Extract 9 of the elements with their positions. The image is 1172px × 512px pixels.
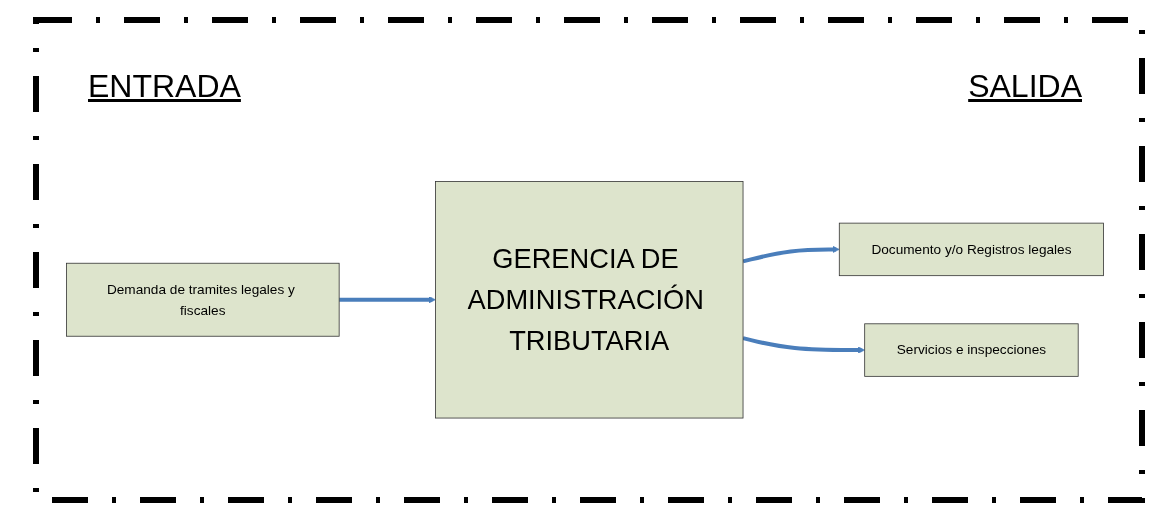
arrow — [339, 296, 436, 304]
section-heading: ENTRADA — [88, 68, 241, 105]
node-box: Documento y/o Registros legales — [838, 223, 1104, 277]
arrow — [742, 336, 865, 354]
arrow — [742, 246, 840, 264]
node-box: Demanda de tramites legales y fiscales — [66, 263, 340, 337]
node-box: Servicios e inspecciones — [864, 323, 1079, 377]
node-box: GERENCIA DE ADMINISTRACIÓN TRIBUTARIA — [435, 181, 744, 419]
section-heading: SALIDA — [968, 68, 1082, 105]
